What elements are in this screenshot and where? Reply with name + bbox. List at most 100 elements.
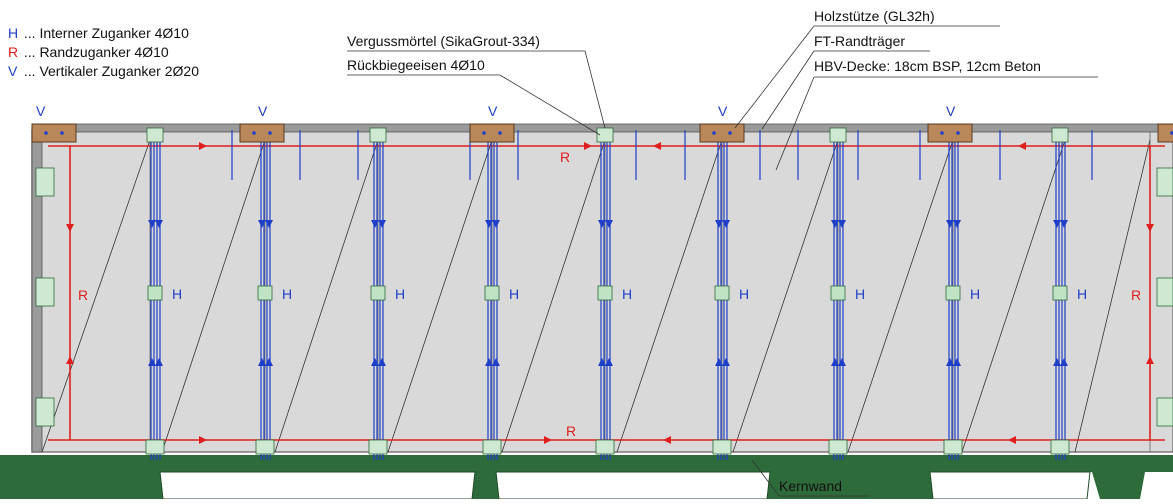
anchor-plate-bottom [255, 439, 275, 455]
coupler-box [147, 285, 163, 301]
coupler-box [945, 285, 961, 301]
legend-text: ... Interner Zuganker 4Ø10 [23, 25, 189, 41]
coupler-box [257, 285, 273, 301]
internal-ties [145, 127, 1093, 460]
wall-plate-left [35, 167, 55, 197]
internal-tie-arrow [378, 220, 386, 228]
internal-tie-arrow [492, 220, 500, 228]
edge-tie-arrow [1008, 436, 1016, 444]
timber-column [31, 123, 77, 143]
legend-item-edge: R ... Randzuganker 4Ø10 [8, 43, 199, 62]
diagonal-line [1074, 139, 1151, 453]
edge-tie-arrow [199, 142, 207, 150]
mark-internal: H [855, 286, 865, 302]
mark-internal: H [509, 286, 519, 302]
column-dowel [252, 131, 256, 135]
internal-tie-arrow [953, 358, 961, 366]
edge-tie-arrow [584, 142, 592, 150]
internal-tie-arrow [485, 358, 493, 366]
mark-internal: H [172, 286, 182, 302]
edge-tie-arrow [66, 224, 74, 232]
mark-internal: H [395, 286, 405, 302]
legend-item-vertical: V ... Vertikaler Zuganker 2Ø20 [8, 62, 199, 81]
timber-column [469, 123, 515, 143]
mark-internal: H [282, 286, 292, 302]
anchor-plate-bottom [1050, 439, 1070, 455]
anchor-plate-bottom [828, 439, 848, 455]
callout-core-wall: Kernwand [779, 478, 843, 494]
column-dowel [482, 131, 486, 135]
legend-item-internal: H ... Interner Zuganker 4Ø10 [8, 24, 199, 43]
mark-internal: H [970, 286, 980, 302]
callout-slab: HBV-Decke: 18cm BSP, 12cm Beton [814, 58, 1041, 74]
internal-tie-arrow [148, 358, 156, 366]
internal-tie-arrow [371, 220, 379, 228]
leader-grout [347, 50, 606, 129]
column-dowel [712, 131, 716, 135]
internal-tie-arrow [1060, 358, 1068, 366]
internal-tie-arrow [1060, 220, 1068, 228]
mark-vertical: V [258, 103, 268, 119]
timber-columns [31, 123, 1173, 143]
column-dowel [728, 131, 732, 135]
anchor-plate-bottom [368, 439, 388, 455]
internal-tie-arrow [946, 358, 954, 366]
anchor-plate-top [146, 127, 164, 143]
leader-lines [347, 25, 1098, 497]
internal-tie-arrow [605, 358, 613, 366]
internal-tie-arrow [155, 220, 163, 228]
internal-tie-arrow [265, 220, 273, 228]
anchor-plate-top [1051, 127, 1069, 143]
internal-tie-arrow [838, 220, 846, 228]
wall-plate-left [35, 277, 55, 307]
mark-edge: R [1131, 287, 1141, 303]
internal-tie-arrow [838, 358, 846, 366]
wall-plate-right [1156, 277, 1173, 307]
edge-tie-arrow [1018, 142, 1026, 150]
anchor-plate-top [596, 127, 614, 143]
column-dowel [44, 131, 48, 135]
core-wall [0, 455, 1173, 500]
timber-column [927, 123, 973, 143]
internal-tie-arrow [1053, 220, 1061, 228]
mark-vertical: V [36, 103, 46, 119]
internal-tie-arrow [155, 358, 163, 366]
wall-plate-right [1156, 397, 1173, 427]
edge-tie-arrow [199, 436, 207, 444]
internal-tie-arrow [598, 358, 606, 366]
diagonal-line [732, 139, 839, 453]
diagonal-line [387, 139, 493, 453]
internal-tie-arrow [946, 220, 954, 228]
diagonal-line [847, 139, 954, 453]
core-wall-opening [159, 471, 476, 500]
diagonal-line [274, 139, 379, 453]
edge-tie-arrow [663, 436, 671, 444]
timber-column [239, 123, 285, 143]
coupler-box [370, 285, 386, 301]
diagonal-line [616, 139, 723, 453]
callout-column: Holzstütze (GL32h) [814, 8, 935, 24]
internal-tie-arrow [715, 358, 723, 366]
column-dowel [1170, 131, 1173, 135]
diagonal-line [501, 139, 606, 453]
edge-tie-arrow [544, 436, 552, 444]
internal-tie-arrow [258, 220, 266, 228]
legend-key: R [8, 44, 19, 60]
leader-slab [775, 76, 815, 171]
callout-edge-beam: FT-Randträger [814, 33, 906, 49]
core-wall-opening [495, 471, 771, 500]
legend: H ... Interner Zuganker 4Ø10 R ... Randz… [8, 24, 199, 81]
mark-internal: H [1077, 286, 1087, 302]
edge-tie-arrow [1146, 224, 1154, 232]
internal-tie-arrow [722, 358, 730, 366]
internal-tie-arrow [598, 220, 606, 228]
internal-tie-arrow [265, 358, 273, 366]
column-dowel [60, 131, 64, 135]
anchor-plate-top [369, 127, 387, 143]
internal-tie-arrow [371, 358, 379, 366]
mark-edge: R [78, 287, 88, 303]
mark-vertical: V [488, 103, 498, 119]
leader-rebend [347, 74, 601, 136]
coupler-box [714, 285, 730, 301]
internal-tie-arrow [258, 358, 266, 366]
